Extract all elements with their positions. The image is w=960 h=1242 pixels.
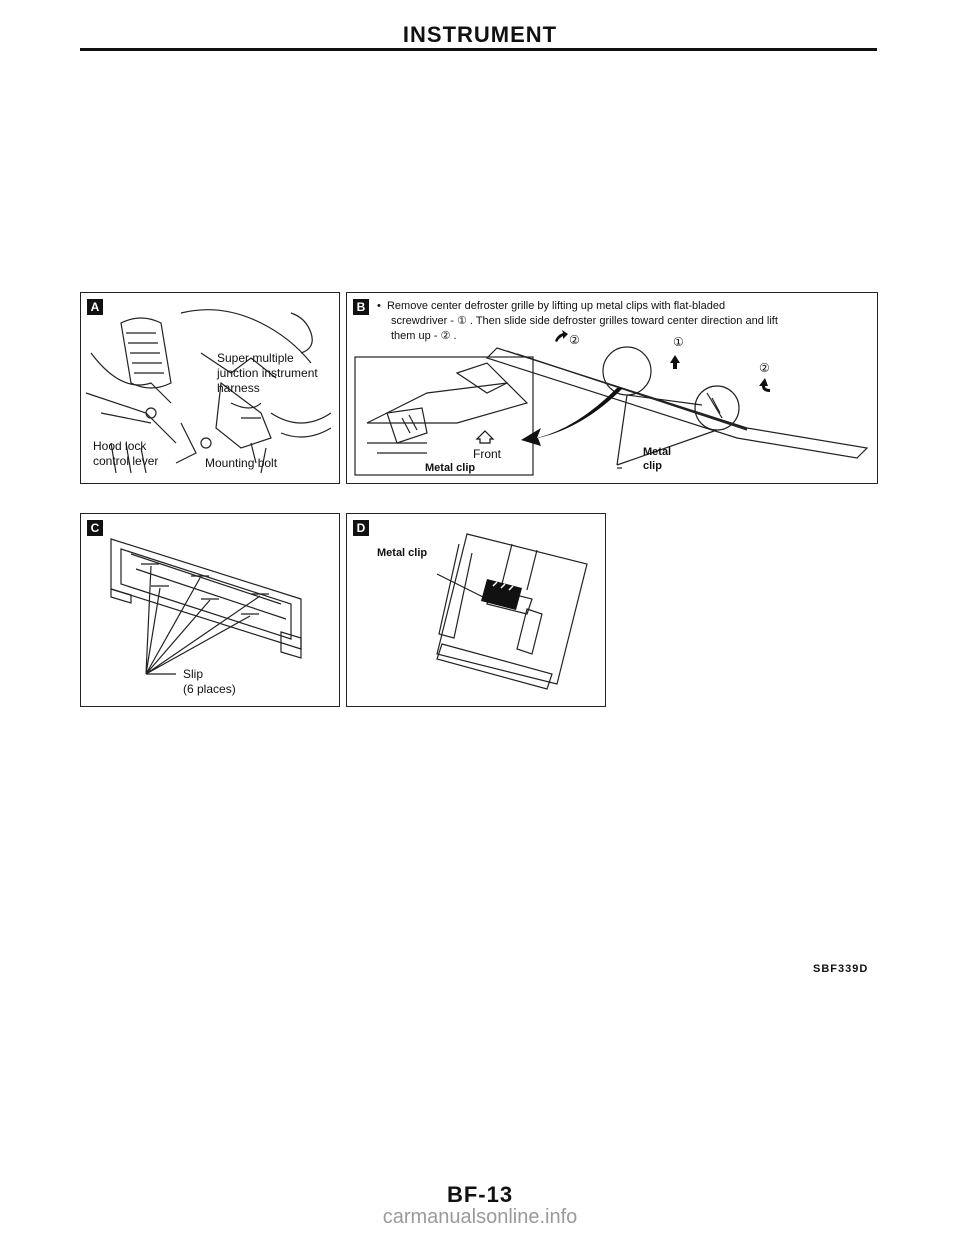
title-rule — [80, 48, 877, 51]
bullet: • — [377, 300, 381, 312]
panel-tag-a: A — [87, 299, 103, 315]
instruction-line-3: them up - ② . — [391, 330, 457, 342]
figure-panel-d: D Metal clip — [346, 513, 606, 707]
engine-bay-illustration — [85, 309, 332, 474]
label-metal-clip-inset: Metal clip — [425, 462, 476, 474]
figure-panel-b: B • Remove center defroster grille by li… — [346, 292, 878, 484]
panel-tag-c: C — [87, 520, 103, 536]
label-control-lever: control lever — [93, 454, 159, 468]
instruction-line-2: screwdriver - ① . Then slide side defros… — [391, 315, 778, 327]
label-metal-clip: Metal clip — [377, 547, 428, 559]
metal-clip-illustration — [436, 533, 588, 690]
label-front: Front — [473, 447, 502, 461]
grille-slip-illustration — [110, 538, 302, 675]
label-mounting-bolt: Mounting bolt — [205, 456, 278, 470]
label-hood-lock: Hood lock — [93, 439, 147, 453]
label-junction-instrument: junction instrument — [217, 366, 318, 380]
panel-tag-d: D — [353, 520, 369, 536]
label-harness: harness — [217, 381, 260, 395]
instruction-line-1: Remove center defroster grille by liftin… — [386, 300, 726, 312]
label-metal-clip-main-2: clip — [643, 460, 662, 472]
label-slip: Slip — [183, 667, 204, 681]
figure-panel-c: C Slip (6 places) — [80, 513, 340, 707]
callout-2-top: ② — [569, 333, 580, 347]
label-super-multiple: Super multiple — [217, 351, 294, 365]
defroster-grille-illustration — [354, 330, 869, 476]
callout-1: ① — [673, 335, 684, 349]
label-metal-clip-main: Metal — [643, 446, 672, 458]
watermark: carmanualsonline.info — [382, 1206, 578, 1228]
callout-2-right: ② — [759, 361, 770, 375]
page-number: BF-13 — [446, 1182, 514, 1207]
panel-tag-b: B — [353, 299, 369, 315]
figure-panel-a: A Super multiple junction instrument har… — [80, 292, 340, 484]
figure-code: SBF339D — [813, 963, 869, 975]
instruction-text: • Remove center defroster grille by lift… — [377, 299, 877, 344]
page-title: INSTRUMENT — [402, 22, 558, 47]
label-6-places: (6 places) — [183, 682, 236, 696]
